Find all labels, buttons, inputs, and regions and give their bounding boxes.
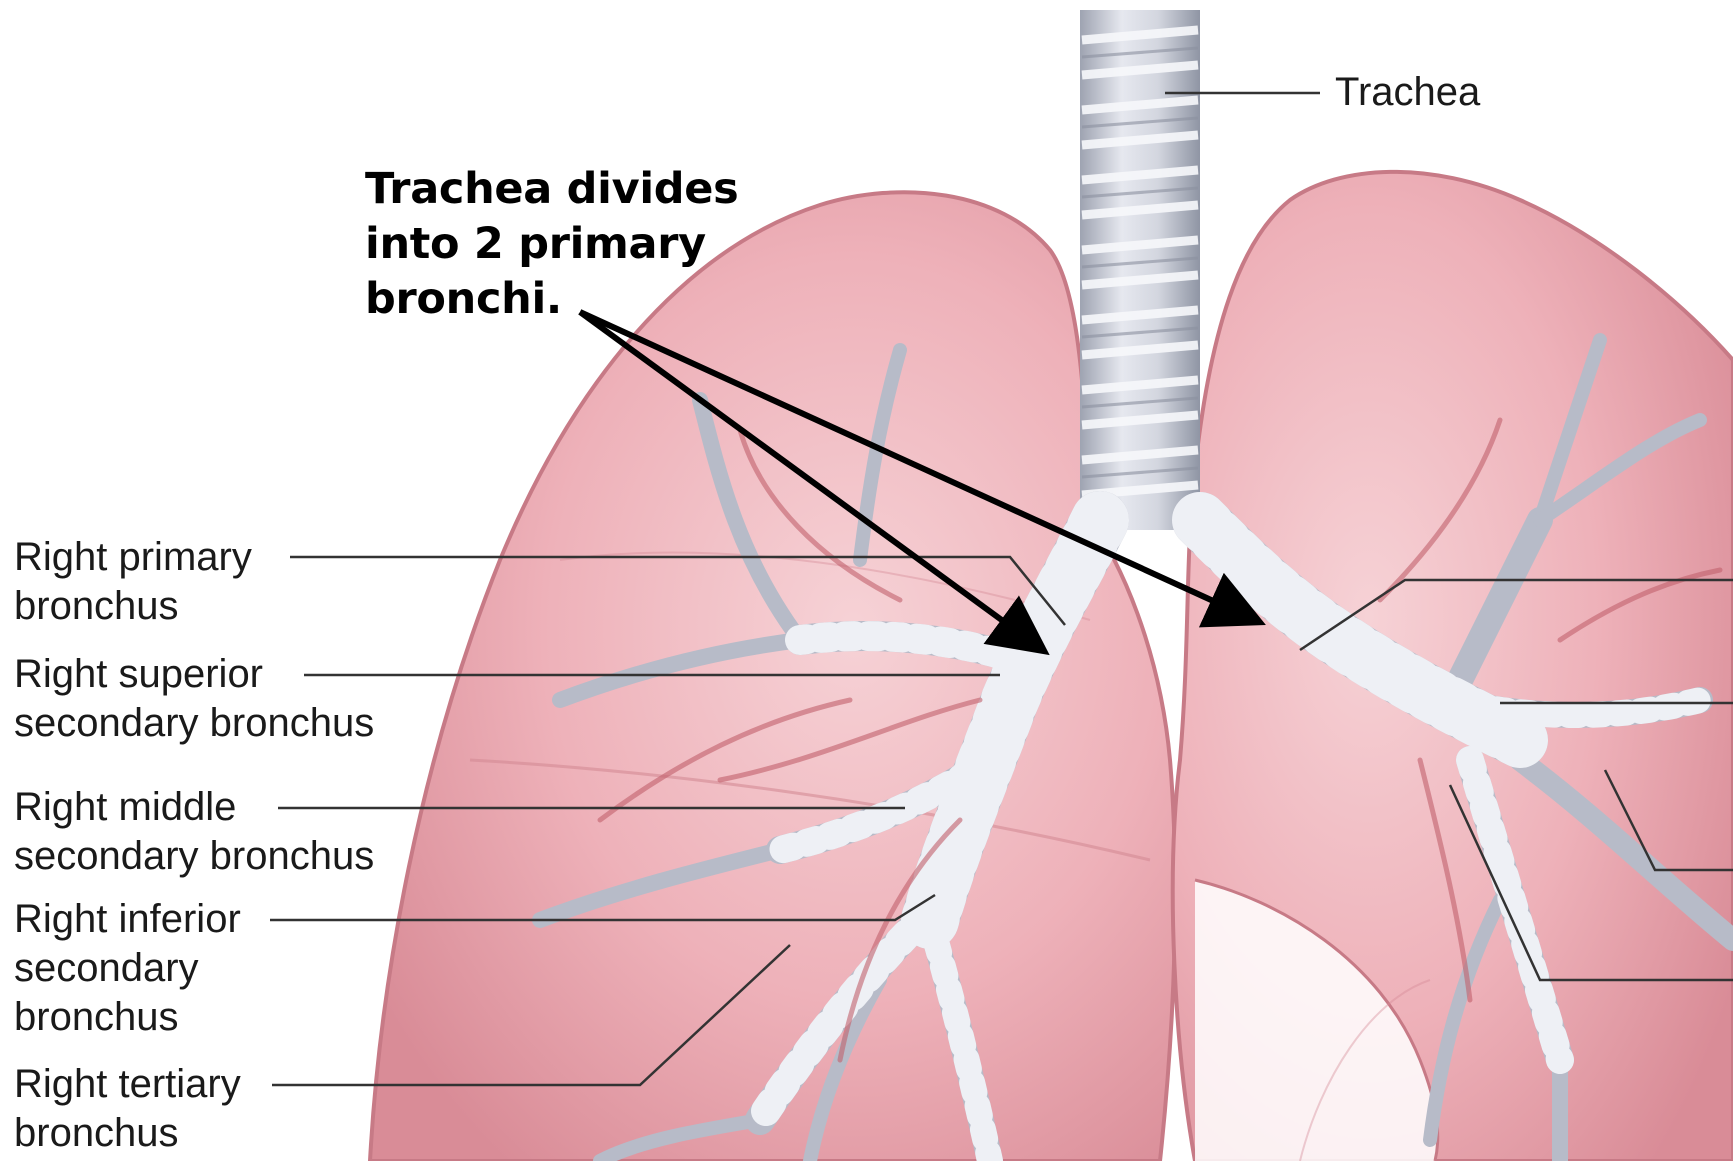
right-primary-bronchus-label: Right primary bronchus — [14, 533, 252, 631]
right-inferior-secondary-bronchus-label: Right inferior secondary bronchus — [14, 895, 241, 1042]
right-tertiary-bronchus-label: Right tertiary bronchus — [14, 1060, 241, 1158]
trachea — [1080, 10, 1200, 530]
right-lung — [370, 192, 1175, 1161]
trachea-divides-annotation: Trachea divides into 2 primary bronchi. — [365, 162, 738, 327]
right-middle-secondary-bronchus-label: Right middle secondary bronchus — [14, 783, 374, 881]
trachea-label: Trachea — [1335, 68, 1480, 117]
right-superior-secondary-bronchus-label: Right superior secondary bronchus — [14, 650, 374, 748]
